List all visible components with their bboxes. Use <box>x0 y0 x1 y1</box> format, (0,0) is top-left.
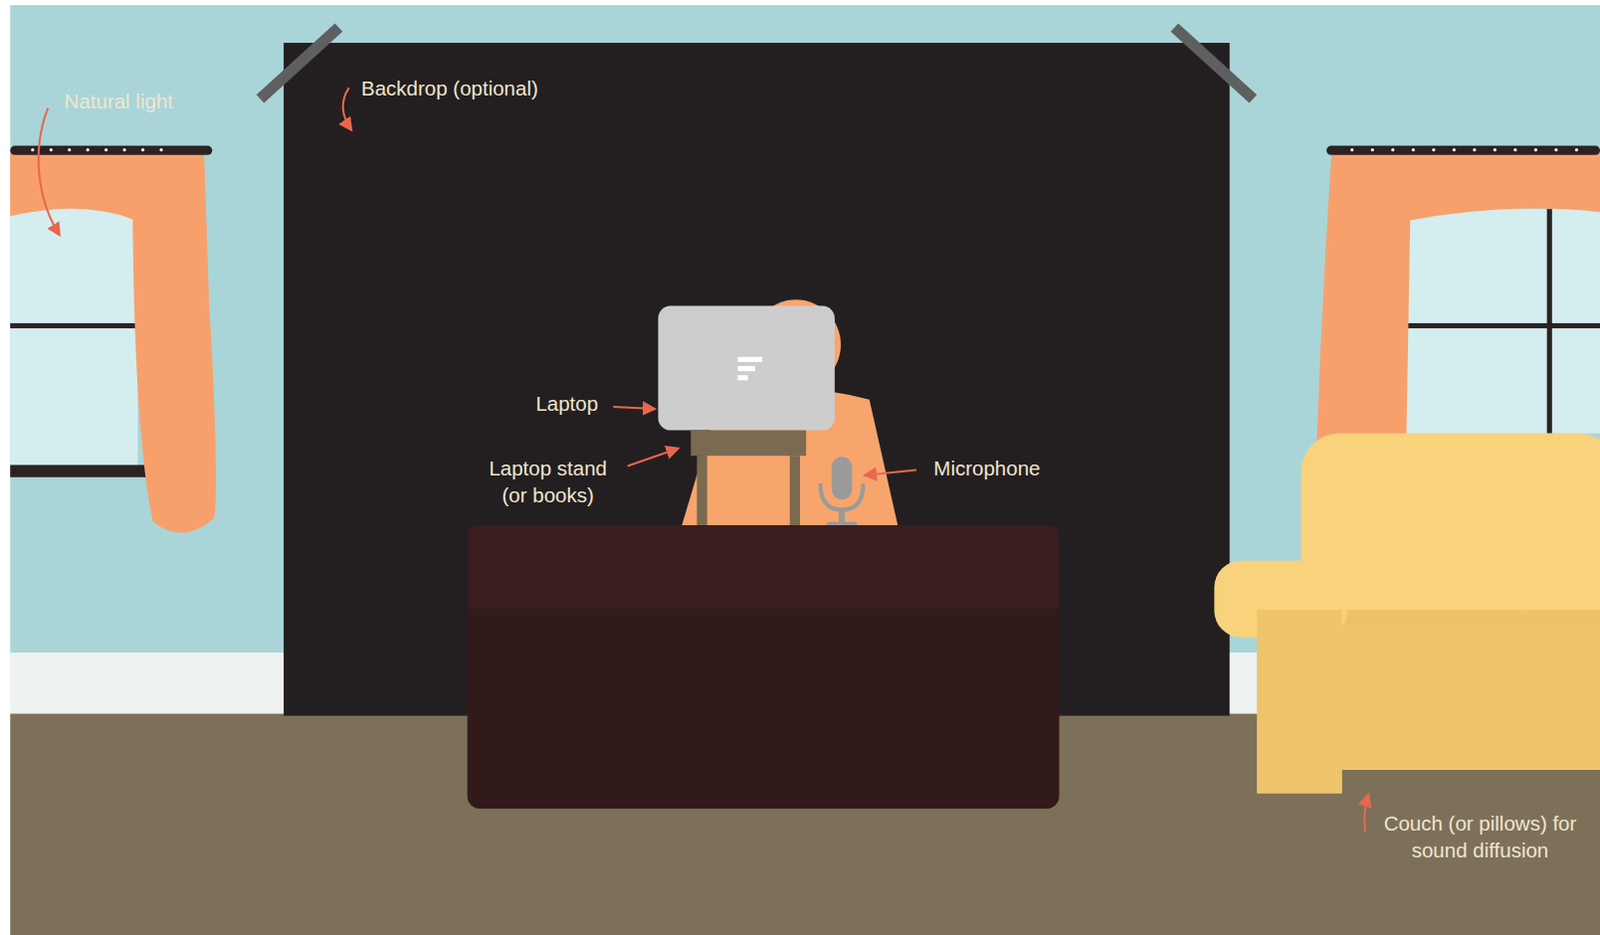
ring <box>1452 148 1456 152</box>
ring <box>49 148 53 152</box>
callout-label: Couch (or pillows) for sound diffusion <box>1370 810 1590 864</box>
window-bar <box>1547 208 1553 434</box>
callout-label: Microphone <box>933 455 1040 483</box>
leader-arrows <box>38 87 1370 832</box>
leader-arrow <box>627 448 678 466</box>
ring <box>1493 148 1497 152</box>
curtain-rod <box>9 146 212 156</box>
couch-cushion <box>1347 609 1526 624</box>
laptop-logo <box>737 375 748 381</box>
ring <box>67 148 71 152</box>
leader-arrow <box>865 470 917 476</box>
backdrop-clamp <box>1174 27 1253 100</box>
callout-label: Laptop stand (or books) <box>476 455 620 509</box>
ring <box>1350 148 1354 152</box>
leader-arrow <box>612 406 654 409</box>
window-bar <box>1402 323 1600 329</box>
curtain-rings <box>30 148 1579 152</box>
stand-leg <box>696 455 707 531</box>
window-pane <box>1402 208 1600 434</box>
callout-label: Backdrop (optional) <box>361 75 539 103</box>
desk <box>467 525 1060 809</box>
stand-leg <box>790 455 800 531</box>
curtain <box>9 153 216 534</box>
leader-arrow <box>1364 796 1369 833</box>
callout-label: Natural light <box>64 88 174 116</box>
laptop-logo <box>737 366 755 372</box>
ring <box>1411 148 1415 152</box>
ring <box>1472 148 1476 152</box>
ring <box>1391 148 1395 152</box>
ring <box>86 148 90 152</box>
window-sill <box>9 464 148 477</box>
ring <box>141 148 145 152</box>
leader-arrow <box>343 87 352 130</box>
microphone <box>831 456 853 500</box>
desk-top <box>467 525 1060 609</box>
callout-label: Laptop <box>535 391 599 418</box>
window-pane <box>9 203 138 475</box>
ring <box>1371 148 1375 152</box>
couch-base <box>1256 609 1600 795</box>
couch-cushion <box>1525 609 1600 624</box>
ring <box>104 148 108 152</box>
laptop-logo <box>737 357 763 363</box>
ring <box>1513 148 1517 152</box>
ring <box>159 148 163 152</box>
curtain-rod <box>1326 146 1600 156</box>
laptop <box>657 306 834 431</box>
window-bar <box>9 323 138 329</box>
ring <box>1534 148 1538 152</box>
laptop-stand <box>690 430 806 457</box>
ring <box>122 148 126 152</box>
leader-arrow <box>38 108 60 235</box>
ring <box>1431 148 1435 152</box>
mic-stem <box>838 510 845 525</box>
mic-holder <box>820 483 864 511</box>
backdrop-clamp <box>260 27 340 100</box>
curtain <box>1316 153 1600 454</box>
ring <box>1554 148 1558 152</box>
couch-arm-front <box>1256 609 1342 795</box>
ring <box>30 148 34 152</box>
ring <box>1575 148 1579 152</box>
